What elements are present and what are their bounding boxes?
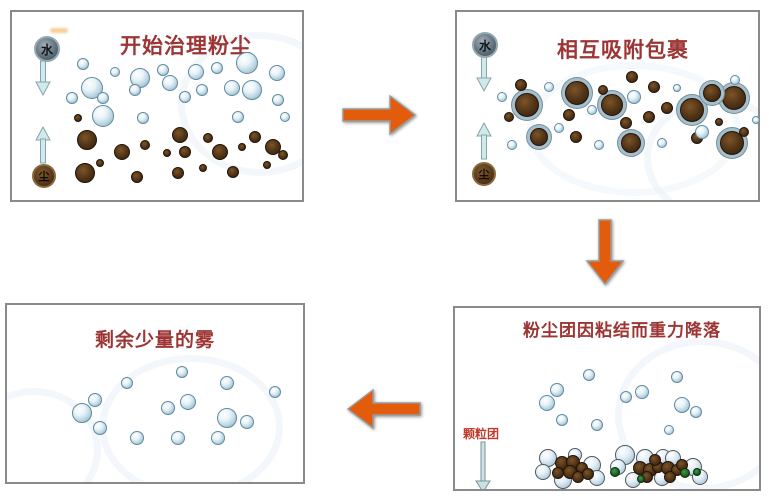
flow-arrow-left-icon [346, 388, 421, 430]
dust-label: 尘 [478, 169, 490, 181]
panel-title-step1: 开始治理粉尘 [120, 34, 252, 58]
dust-up-arrow-icon [35, 126, 51, 164]
cluster-label: 颗粒团 [463, 427, 500, 441]
panel-step2-adsorption-wrapping: 相互吸附包裹 [455, 10, 760, 202]
dust-source-icon: 尘 [472, 162, 496, 186]
dust-label: 尘 [38, 171, 50, 183]
panel-title-step2: 相互吸附包裹 [557, 38, 689, 62]
panel-title-step4: 剩余少量的雾 [95, 330, 216, 351]
dust-source-icon: 尘 [32, 164, 56, 188]
panel-step1-start-treatment: 开始治理粉尘 [10, 10, 304, 202]
water-source-icon: 水 [472, 32, 498, 58]
highlight-smudge [50, 28, 68, 33]
dust-up-arrow-icon [476, 122, 492, 160]
water-label: 水 [40, 42, 53, 57]
water-down-arrow-icon [35, 60, 51, 96]
watermark-swirl [99, 355, 283, 482]
water-label: 水 [478, 38, 491, 53]
watermark-swirl [178, 32, 302, 176]
water-down-arrow-icon [476, 56, 492, 92]
watermark-swirl [7, 388, 101, 482]
panel-title-step3: 粉尘团因粘结而重力降落 [523, 321, 721, 340]
water-source-icon: 水 [34, 36, 60, 62]
panel-step3-gravity-settling: 粉尘团因粘结而重力降落 颗粒团 [453, 306, 761, 491]
flow-arrow-right-icon [342, 94, 417, 136]
panel-step4-remaining-mist: 剩余少量的雾 [5, 303, 305, 484]
cluster-falling-arrow-icon [475, 441, 491, 489]
watermark-swirl [615, 338, 759, 489]
flow-arrow-down-icon [585, 219, 625, 286]
